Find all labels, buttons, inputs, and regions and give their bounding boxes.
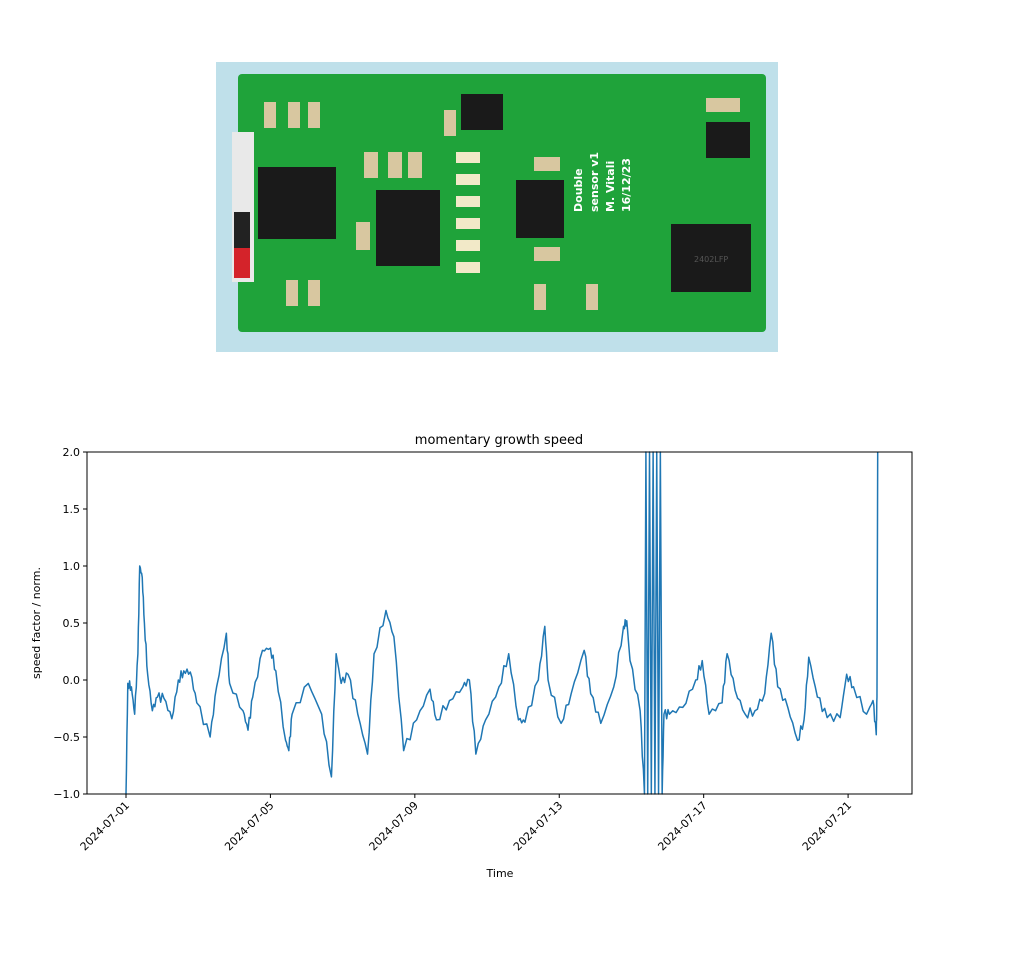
silkscreen-label: Double sensor v1 M. Vitali 16/12/23 [572, 152, 633, 212]
led-array [456, 152, 480, 273]
connector-wire-red [234, 248, 250, 278]
chip-marking: 2402LFP [694, 255, 728, 264]
y-tick-label: 0.5 [63, 617, 81, 630]
series-line [125, 451, 879, 795]
ic-chip [258, 167, 336, 239]
x-tick-label: 2024-07-05 [222, 799, 276, 853]
x-tick-label: 2024-07-09 [367, 799, 421, 853]
ic-chip [671, 224, 751, 292]
ic-chip [376, 190, 440, 266]
silkscreen-line: sensor v1 [588, 152, 601, 212]
pcb-board [238, 74, 766, 332]
y-tick-label: 2.0 [63, 446, 81, 459]
x-tick-label: 2024-07-17 [655, 799, 709, 853]
y-tick-label: −1.0 [53, 788, 80, 801]
smd-components [264, 98, 740, 310]
line-chart: momentary growth speed Time speed factor… [30, 433, 913, 880]
x-axis-label: Time [486, 867, 514, 880]
ic-chip [461, 94, 503, 130]
connector-wire-black [234, 212, 250, 248]
ic-chip [706, 122, 750, 158]
sensor-chip [516, 180, 564, 238]
y-tick-label: 1.0 [63, 560, 81, 573]
y-tick-label: 1.5 [63, 503, 81, 516]
y-axis-label: speed factor / norm. [30, 567, 43, 679]
silkscreen-line: 16/12/23 [620, 158, 633, 212]
x-tick-label: 2024-07-01 [78, 799, 132, 853]
axes-frame [86, 451, 913, 795]
pcb-photo: Double sensor v1 M. Vitali 16/12/23 2402… [216, 62, 778, 352]
x-tick-label: 2024-07-21 [800, 799, 854, 853]
y-tick-label: 0.0 [63, 674, 81, 687]
silkscreen-line: M. Vitali [604, 161, 617, 212]
silkscreen-line: Double [572, 168, 585, 212]
y-tick-label: −0.5 [53, 731, 80, 744]
chart-title: momentary growth speed [415, 433, 583, 448]
x-tick-label: 2024-07-13 [511, 799, 565, 853]
